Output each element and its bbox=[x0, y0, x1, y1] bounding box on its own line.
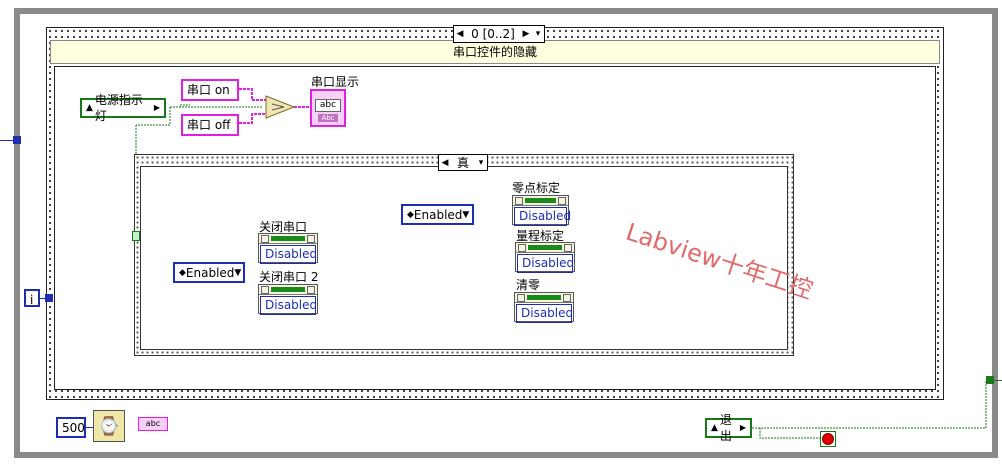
abc-icon: abc bbox=[145, 419, 161, 428]
loop-index-tunnel[interactable] bbox=[45, 294, 53, 302]
enum-left-value: Enabled bbox=[185, 265, 235, 280]
while-loop-right-border bbox=[992, 8, 998, 458]
property-node-range-calib[interactable]: Disabled bbox=[515, 242, 575, 273]
bool-terminal-icon: ▲ bbox=[711, 423, 718, 433]
wait-ms-constant[interactable]: 500 bbox=[56, 417, 86, 438]
exit-label: 退出 bbox=[719, 413, 732, 443]
chevron-right-icon[interactable]: ▶ bbox=[522, 29, 530, 39]
property-value: Disabled bbox=[517, 254, 574, 273]
chevron-left-icon[interactable]: ◀ bbox=[441, 157, 449, 168]
property-label-range-calib: 量程标定 bbox=[516, 229, 565, 243]
abc-sub-label: Abc bbox=[318, 114, 338, 122]
chevron-down-icon[interactable]: ▾ bbox=[535, 29, 541, 39]
abc-icon: abc bbox=[315, 99, 341, 112]
bool-terminal-icon: ▲ bbox=[86, 103, 93, 113]
power-indicator-control[interactable]: ▲ 电源指示灯 ▶ bbox=[80, 93, 166, 123]
property-label-close-port-2: 关闭串口 2 bbox=[259, 270, 319, 284]
case-selector[interactable]: ◀ 真 ▾ bbox=[438, 154, 488, 171]
enum-constant-left[interactable]: ◆ Enabled ▼ bbox=[173, 262, 245, 283]
string-display-indicator[interactable]: abc Abc bbox=[310, 89, 346, 127]
property-node-header bbox=[516, 243, 574, 253]
chevron-down-icon[interactable]: ▼ bbox=[462, 209, 470, 220]
right-wire-out bbox=[994, 380, 1002, 381]
power-indicator-label: 电源指示灯 bbox=[94, 93, 143, 123]
string-constant-on[interactable]: 串口 on bbox=[181, 79, 239, 101]
stop-icon bbox=[822, 433, 834, 445]
case-selector-label: 真 bbox=[456, 156, 469, 170]
exit-button-control[interactable]: ▲ 退出 ▶ bbox=[705, 413, 752, 443]
loop-index-label: i bbox=[30, 293, 34, 307]
terminal-arrow-icon: ▶ bbox=[739, 423, 746, 432]
wait-function[interactable]: ⌚ bbox=[93, 410, 125, 442]
enum-constant-right[interactable]: ◆ Enabled ▼ bbox=[401, 204, 474, 225]
sequence-selector[interactable]: ◀ 0 [0..2] ▶ ▾ bbox=[453, 25, 545, 43]
loop-index-wire bbox=[40, 298, 48, 299]
property-node-clear[interactable]: Disabled bbox=[514, 292, 574, 323]
string-constant-off[interactable]: 串口 off bbox=[181, 114, 239, 136]
enum-icon: ◆ bbox=[179, 267, 186, 278]
chevron-left-icon[interactable]: ◀ bbox=[456, 29, 464, 39]
terminal-arrow-icon: ▶ bbox=[153, 103, 160, 112]
property-label-zero-calib: 零点标定 bbox=[512, 181, 561, 195]
wait-constant-wire bbox=[86, 427, 94, 428]
display-label: 串口显示 bbox=[311, 75, 360, 89]
property-value: Disabled bbox=[260, 245, 317, 264]
while-loop-bottom-border bbox=[14, 452, 998, 458]
loop-iteration-terminal[interactable]: i bbox=[24, 289, 40, 307]
property-node-header bbox=[259, 234, 317, 244]
case-tunnel[interactable] bbox=[132, 231, 140, 241]
property-value: Disabled bbox=[260, 296, 317, 315]
chevron-down-icon[interactable]: ▾ bbox=[478, 157, 484, 168]
enum-icon: ◆ bbox=[407, 209, 414, 220]
while-loop-left-border bbox=[14, 8, 20, 458]
case-structure-inner bbox=[140, 166, 788, 350]
property-node-zero-calib[interactable]: Disabled bbox=[512, 195, 571, 226]
while-loop-top-border bbox=[14, 8, 998, 14]
property-label-close-port: 关闭串口 bbox=[259, 220, 308, 234]
enum-right-value: Enabled bbox=[413, 207, 463, 222]
property-value: Disabled bbox=[516, 304, 573, 323]
property-node-header bbox=[513, 196, 568, 206]
loop-stop-terminal[interactable] bbox=[820, 431, 836, 447]
property-value: Disabled bbox=[514, 207, 571, 226]
left-wire bbox=[0, 140, 14, 141]
chevron-down-icon[interactable]: ▼ bbox=[234, 267, 242, 278]
empty-string-constant[interactable]: abc bbox=[138, 417, 168, 431]
watch-icon: ⌚ bbox=[97, 415, 121, 437]
sequence-selector-label: 0 [0..2] bbox=[471, 27, 515, 41]
property-node-close-port-2[interactable]: Disabled bbox=[258, 284, 318, 315]
property-node-header bbox=[515, 293, 573, 303]
left-tunnel[interactable] bbox=[13, 136, 21, 144]
right-tunnel[interactable] bbox=[986, 376, 994, 384]
property-node-close-port[interactable]: Disabled bbox=[258, 233, 318, 264]
property-node-header bbox=[259, 285, 317, 295]
property-label-clear: 清零 bbox=[516, 278, 541, 292]
